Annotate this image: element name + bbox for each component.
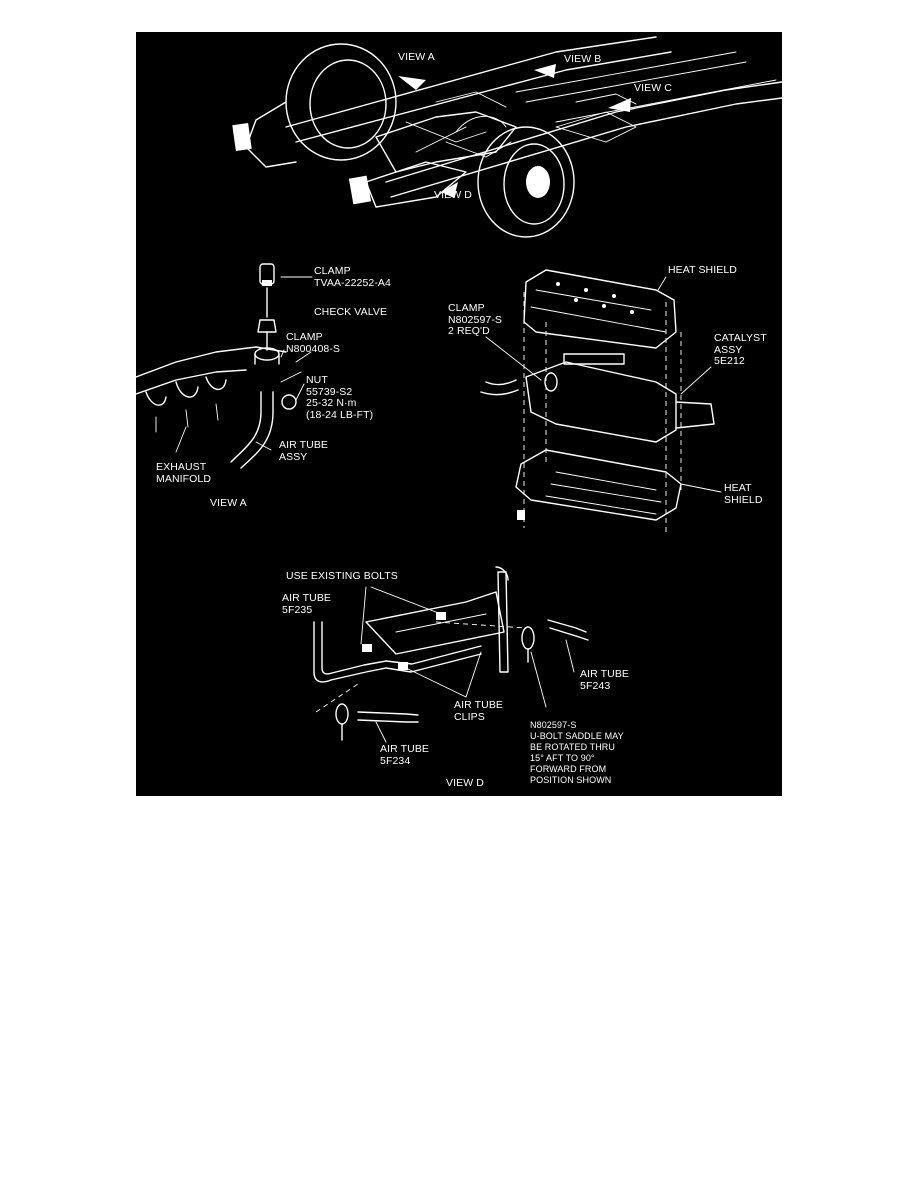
air-tube-clips-label: AIR TUBE CLIPS xyxy=(454,699,504,723)
use-existing-bolts-label: USE EXISTING BOLTS xyxy=(286,570,398,582)
view-d-caption: VIEW D xyxy=(446,777,484,789)
nut-label: NUT 55739-S2 25-32 N·m (18-24 LB-FT) xyxy=(306,374,374,421)
air-tube-5f234-label: AIR TUBE 5F234 xyxy=(380,743,430,767)
clamp-n800408-label: CLAMP N800408-S xyxy=(286,331,341,355)
clamp-tvaa-label: CLAMP TVAA-22252-A4 xyxy=(314,265,391,289)
heat-shield-bottom-label: HEAT SHIELD xyxy=(724,482,763,506)
chassis-overview-illustration xyxy=(232,36,782,238)
catalyst-assy-label: CATALYST ASSY 5E212 xyxy=(714,332,767,367)
check-valve-label: CHECK VALVE xyxy=(314,306,388,318)
air-tube-5f243-label: AIR TUBE 5F243 xyxy=(580,668,630,692)
exhaust-manifold-label: EXHAUST MANIFOLD xyxy=(156,461,212,485)
heat-shield-top-label: HEAT SHIELD xyxy=(668,264,737,276)
view-d-callout: VIEW D xyxy=(434,189,472,201)
catalyst-heat-shield-illustration xyxy=(480,269,722,532)
view-a-callout: VIEW A xyxy=(398,51,435,63)
exhaust-air-tube-diagram: VIEW A VIEW B VIEW C VIEW D CLAMP TVAA-2… xyxy=(136,32,782,796)
view-a-caption: VIEW A xyxy=(210,497,247,509)
air-tube-5f235-label: AIR TUBE 5F235 xyxy=(282,592,332,616)
view-d-illustration xyxy=(313,566,589,743)
view-c-callout: VIEW C xyxy=(634,82,672,94)
view-b-callout: VIEW B xyxy=(564,53,602,65)
ubolt-saddle-note: N802597-S U-BOLT SADDLE MAY BE ROTATED T… xyxy=(530,720,624,785)
diagram-linework xyxy=(136,36,782,743)
clamp-n802597-label: CLAMP N802597-S 2 REQ'D xyxy=(448,302,503,337)
air-tube-assy-label: AIR TUBE ASSY xyxy=(279,439,329,463)
view-a-illustration xyxy=(136,263,313,469)
